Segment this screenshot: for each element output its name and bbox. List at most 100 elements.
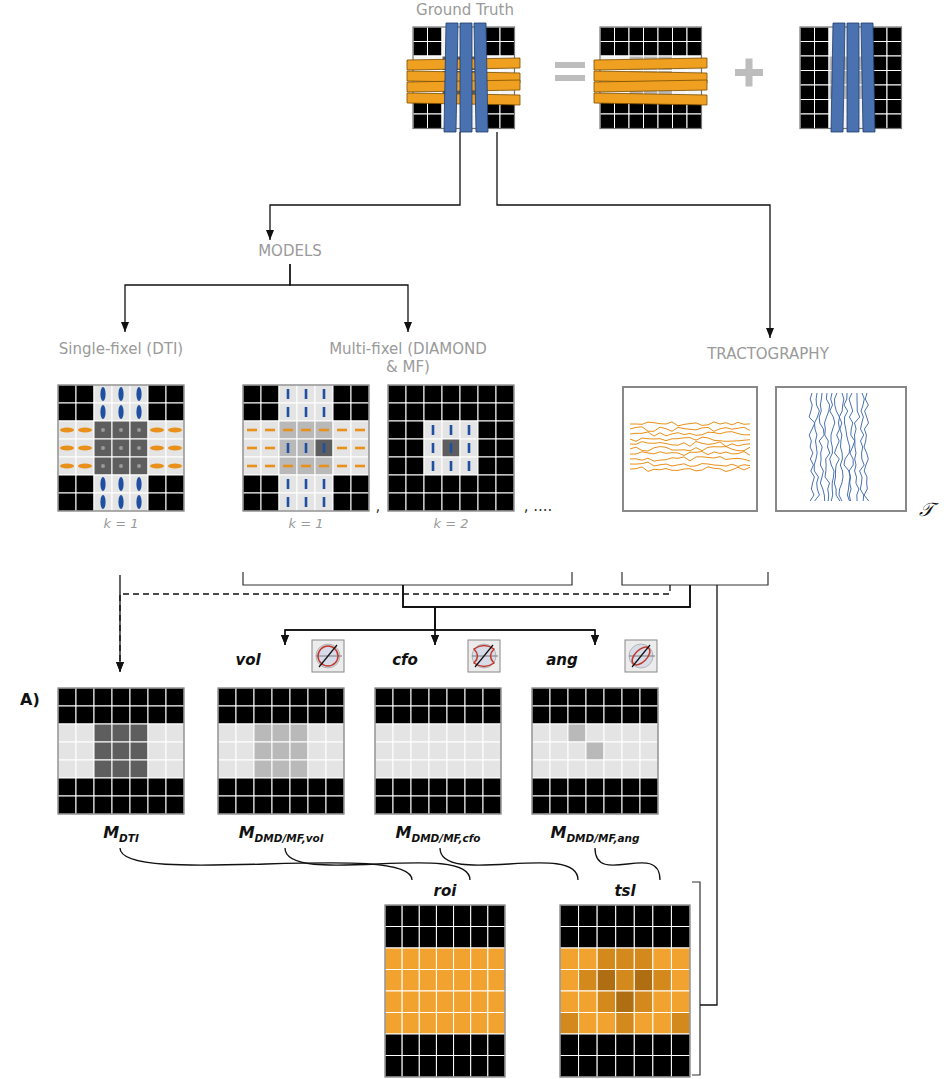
grid-cell [465, 688, 483, 706]
grid-cell [326, 742, 344, 760]
grid-cell [261, 403, 279, 421]
grid-cell [272, 688, 290, 706]
fiber-bundle [594, 58, 707, 70]
grid-cell [428, 27, 443, 42]
grid-cell [615, 42, 630, 57]
icon-curve [318, 646, 338, 666]
icon-direction [319, 645, 337, 667]
grid-cell [471, 970, 488, 992]
grid-cell [429, 760, 447, 778]
grid-cell [447, 760, 465, 778]
grid-cell [673, 114, 688, 129]
grid-cell [496, 421, 514, 439]
grid-cell [148, 706, 166, 724]
grid-border [58, 688, 184, 814]
grid-cell [800, 71, 815, 86]
grid-cell [579, 948, 598, 970]
grid-cell [500, 27, 515, 42]
grid-cell [568, 760, 586, 778]
tractography-panel: TRACTOGRAPHY [616, 338, 916, 585]
grid-cell [236, 760, 254, 778]
grid-cell [815, 56, 830, 71]
grid-cell [560, 970, 579, 992]
grid-cell [297, 421, 315, 439]
grid-cell [579, 927, 598, 949]
fiber-bundle [460, 23, 472, 132]
grid-cell [597, 991, 616, 1013]
grid-cell [442, 493, 460, 511]
metric-map: angMDMD/MF,ang [528, 645, 662, 848]
fixel-glyph [468, 443, 471, 453]
fixel-glyph [323, 389, 326, 399]
fixel-grid [388, 385, 514, 511]
metric-grid [532, 688, 658, 814]
grid-cell [148, 421, 166, 439]
grid-cell [887, 71, 902, 86]
grid-cell [887, 85, 902, 100]
grid-cell [560, 991, 579, 1013]
grid-cell [483, 742, 501, 760]
grid-cell [94, 439, 112, 457]
grid-cell [471, 991, 488, 1013]
grid-cell [629, 114, 644, 129]
grid-cell [460, 493, 478, 511]
grid-cell [550, 760, 568, 778]
connector [290, 264, 408, 332]
grid-cell [166, 403, 184, 421]
grid-cell [616, 1013, 635, 1035]
grid-cell [436, 1056, 453, 1078]
tensor-glyph [101, 464, 105, 468]
grid-cell [290, 760, 308, 778]
metric-grid [375, 688, 501, 814]
grid-cell [622, 778, 640, 796]
grid-cell [460, 403, 478, 421]
grid-cell [130, 457, 148, 475]
grid-cell [496, 385, 514, 403]
grid-cell [496, 439, 514, 457]
grid-cell [442, 403, 460, 421]
grid-cell [243, 475, 261, 493]
grid-cell [76, 742, 94, 760]
equals-sign [555, 75, 585, 81]
grid-cell [634, 1034, 653, 1056]
grid-cell [550, 796, 568, 814]
connector [270, 132, 460, 240]
grid-cell [442, 475, 460, 493]
grid-cell [236, 706, 254, 724]
grid-cell [604, 742, 622, 760]
grid-cell [351, 493, 369, 511]
grid-cell [375, 724, 393, 742]
grid-cell [148, 760, 166, 778]
grid-cell [436, 905, 453, 927]
streamline [630, 467, 750, 472]
grid-cell [315, 439, 333, 457]
grid-cell [560, 927, 579, 949]
grid-cell [261, 439, 279, 457]
grid-cell [634, 948, 653, 970]
grid-cell [887, 114, 902, 129]
grid-cell [550, 688, 568, 706]
grid-cell [424, 439, 442, 457]
grid-cell [94, 778, 112, 796]
grid-cell [460, 457, 478, 475]
grid-cell [640, 724, 658, 742]
grid-cell [436, 948, 453, 970]
grid-cell [385, 1013, 402, 1035]
grid-cell [406, 493, 424, 511]
grid-cell [393, 778, 411, 796]
fixel-glyph [265, 447, 275, 450]
grid-cell [496, 493, 514, 511]
grid-cell [76, 385, 94, 403]
grid-cell [272, 778, 290, 796]
grid-cell [236, 688, 254, 706]
metric-map: volMDMD/MF,vol [214, 645, 348, 848]
grid-cell [496, 457, 514, 475]
grid-cell [243, 439, 261, 457]
grid-cell [375, 796, 393, 814]
grid-border [532, 688, 658, 814]
connector [440, 848, 578, 880]
fixel-glyph [287, 389, 290, 399]
grid-cell [428, 42, 443, 57]
grid-cell [629, 27, 644, 42]
fiber-bundle [474, 23, 488, 132]
